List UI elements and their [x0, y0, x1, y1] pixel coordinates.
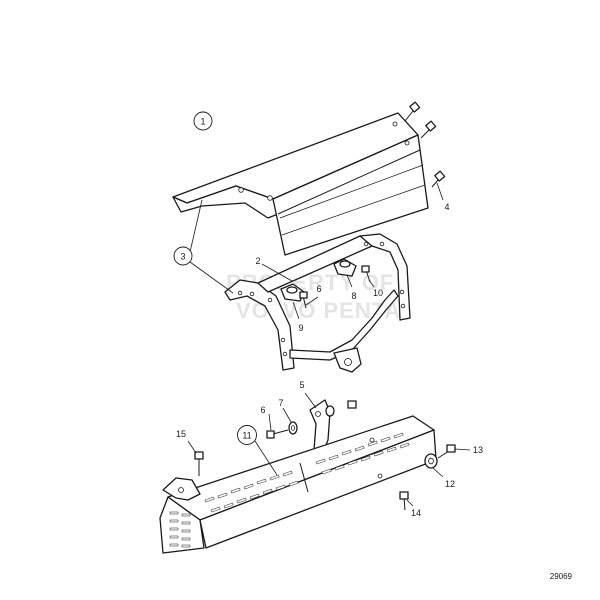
callout-2: 2: [255, 256, 260, 266]
nut: [347, 400, 357, 409]
upper-cover-hole: [238, 187, 244, 193]
svg-text:5: 5: [299, 380, 304, 390]
svg-text:14: 14: [411, 508, 421, 518]
callout-15: 15: [176, 429, 186, 439]
bolt: [431, 170, 446, 188]
upper-cover-hole: [267, 195, 273, 201]
guard-slots-front: [169, 511, 191, 548]
upper-cover-fold-line: [277, 149, 421, 215]
bracket-left-plate: [224, 279, 295, 371]
bracket-bottom-bar: [289, 289, 399, 361]
callout-14: 14: [411, 508, 421, 518]
upper-cover-left-flap: [172, 185, 279, 219]
callout-6-upper: 6: [316, 284, 321, 294]
callout-1: 1: [193, 111, 213, 131]
svg-text:13: 13: [473, 445, 483, 455]
svg-text:6: 6: [260, 405, 265, 415]
cover-bolts: [404, 101, 446, 188]
upper-cover-hole: [392, 121, 398, 127]
upper-cover-rib-2: [281, 184, 426, 236]
callout-6-lower: 6: [260, 405, 265, 415]
svg-text:1: 1: [200, 117, 205, 127]
upper-cover-front-face: [272, 134, 429, 256]
screw: [194, 451, 204, 476]
callout-7: 7: [278, 398, 283, 408]
callout-9: 9: [298, 323, 303, 333]
callout-4: 4: [444, 202, 449, 212]
callout-12: 12: [445, 479, 455, 489]
rubber-mount: [280, 283, 305, 302]
svg-text:15: 15: [176, 429, 186, 439]
upper-cover-rib-1: [279, 164, 424, 219]
mounting-bracket: [309, 399, 335, 456]
rubber-mount: [333, 258, 357, 277]
diagram-reference-number: 29069: [550, 572, 573, 581]
perforated-guard: [159, 415, 437, 554]
svg-text:6: 6: [316, 284, 321, 294]
guard-front-face: [159, 496, 205, 554]
bolt: [420, 120, 437, 139]
guard-slots-top: [204, 432, 410, 513]
svg-text:12: 12: [445, 479, 455, 489]
bolt: [299, 291, 308, 309]
bracket-hook-hole: [344, 358, 352, 366]
callout-11: 11: [237, 425, 257, 445]
svg-text:4: 4: [444, 202, 449, 212]
callout-10: 10: [373, 288, 383, 298]
bolt: [437, 444, 456, 459]
upper-cover-hole: [404, 140, 410, 146]
svg-text:10: 10: [373, 288, 383, 298]
svg-text:3: 3: [180, 252, 185, 262]
bolt: [266, 429, 289, 439]
callout-3: 3: [173, 246, 193, 266]
callout-8: 8: [351, 291, 356, 301]
bolt: [404, 101, 421, 122]
svg-text:11: 11: [242, 431, 251, 441]
svg-text:2: 2: [255, 256, 260, 266]
svg-text:8: 8: [351, 291, 356, 301]
leader-lines: [187, 182, 471, 507]
svg-text:9: 9: [298, 323, 303, 333]
bracket-rubber-pad: [325, 405, 335, 417]
upper-cover: [172, 112, 429, 256]
screw: [399, 491, 409, 511]
washer: [424, 453, 438, 469]
callouts: 1 2 3 4 5 6 6 7 8 9 10: [173, 111, 483, 518]
callout-13: 13: [473, 445, 483, 455]
svg-text:7: 7: [278, 398, 283, 408]
guard-joint-line: [299, 462, 309, 493]
callout-5: 5: [299, 380, 304, 390]
washer: [288, 421, 298, 435]
